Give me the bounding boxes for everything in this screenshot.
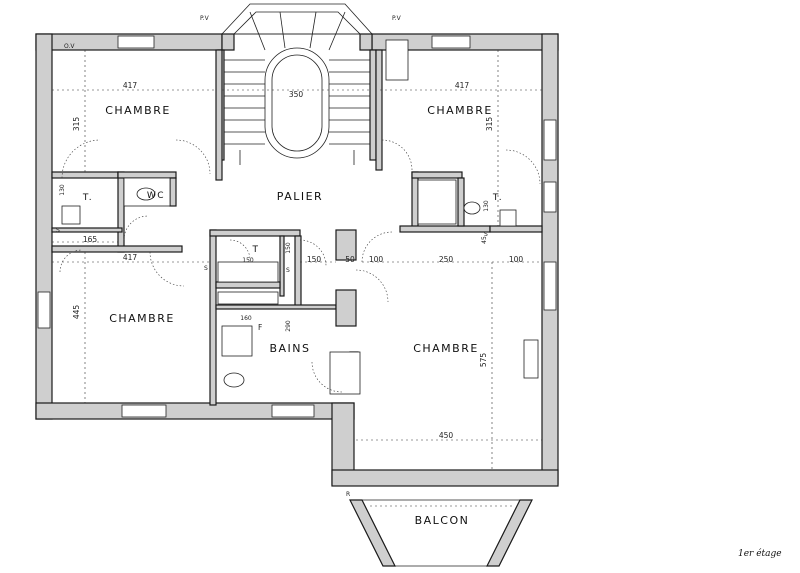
mark-pv-left: P.V <box>200 15 210 22</box>
dim-se-height: 575 <box>479 353 488 368</box>
mark-s-2: S <box>204 265 208 272</box>
dim-ne-height: 315 <box>485 117 494 132</box>
balcony <box>349 499 533 567</box>
dim-nw-height: 315 <box>72 117 81 132</box>
dim-bath-290: 290 <box>285 320 292 332</box>
dim-250: 250 <box>439 255 454 264</box>
label-bedroom-nw: CHAMBRE <box>105 104 171 117</box>
label-toilet-w: T. <box>82 193 93 203</box>
dim-ne-width: 417 <box>455 81 470 90</box>
dim-100-a: 100 <box>369 255 384 264</box>
dim-150-b: 150 <box>285 242 292 254</box>
dim-150-c: 150 <box>307 255 322 264</box>
dim-bath-160: 160 <box>240 315 252 322</box>
label-bedroom-ne: CHAMBRE <box>427 104 493 117</box>
label-bedroom-w: CHAMBRE <box>109 312 175 325</box>
label-toilet-c: T <box>252 245 260 255</box>
dim-130-w: 130 <box>59 184 66 196</box>
dim-nw-width: 417 <box>123 81 138 90</box>
mark-s-1: S <box>56 227 60 234</box>
dimension-lines <box>52 50 542 470</box>
interior-walls <box>51 49 543 406</box>
label-balcony: BALCON <box>415 514 470 527</box>
room-labels: CHAMBRE CHAMBRE CHAMBRE CHAMBRE PALIER W… <box>82 104 503 527</box>
dim-se-width: 450 <box>439 431 454 440</box>
dim-w-width: 417 <box>123 253 138 262</box>
mark-s-3: S <box>286 267 290 274</box>
mark-r: R <box>346 491 350 498</box>
dim-50: 50 <box>345 255 355 264</box>
dim-w-height: 445 <box>72 305 81 320</box>
mark-pv-right: P.V <box>392 15 402 22</box>
dimension-labels: 417 350 417 315 315 417 445 165 130 130 … <box>59 81 523 440</box>
mark-f: F <box>258 323 262 332</box>
windows <box>37 35 557 418</box>
fixtures <box>61 39 539 388</box>
mark-ov: O.V <box>64 43 75 50</box>
dim-45: 45 <box>481 236 488 244</box>
staircase <box>217 3 377 165</box>
mark-s-4: S <box>484 231 488 238</box>
label-wc: WC <box>147 191 165 201</box>
dim-stair-width: 350 <box>289 90 304 99</box>
dim-150-a: 150 <box>242 257 254 264</box>
plan-marks: P.V P.V O.V S S S S F R <box>56 15 488 498</box>
label-landing: PALIER <box>277 190 323 203</box>
dim-100-b: 100 <box>509 255 524 264</box>
label-bath: BAINS <box>269 342 310 355</box>
label-bedroom-se: CHAMBRE <box>413 342 479 355</box>
label-toilet-e: T. <box>492 193 503 203</box>
floor-caption: 1er étage <box>738 548 782 559</box>
dim-165: 165 <box>83 235 98 244</box>
dim-130-e: 130 <box>483 200 490 212</box>
